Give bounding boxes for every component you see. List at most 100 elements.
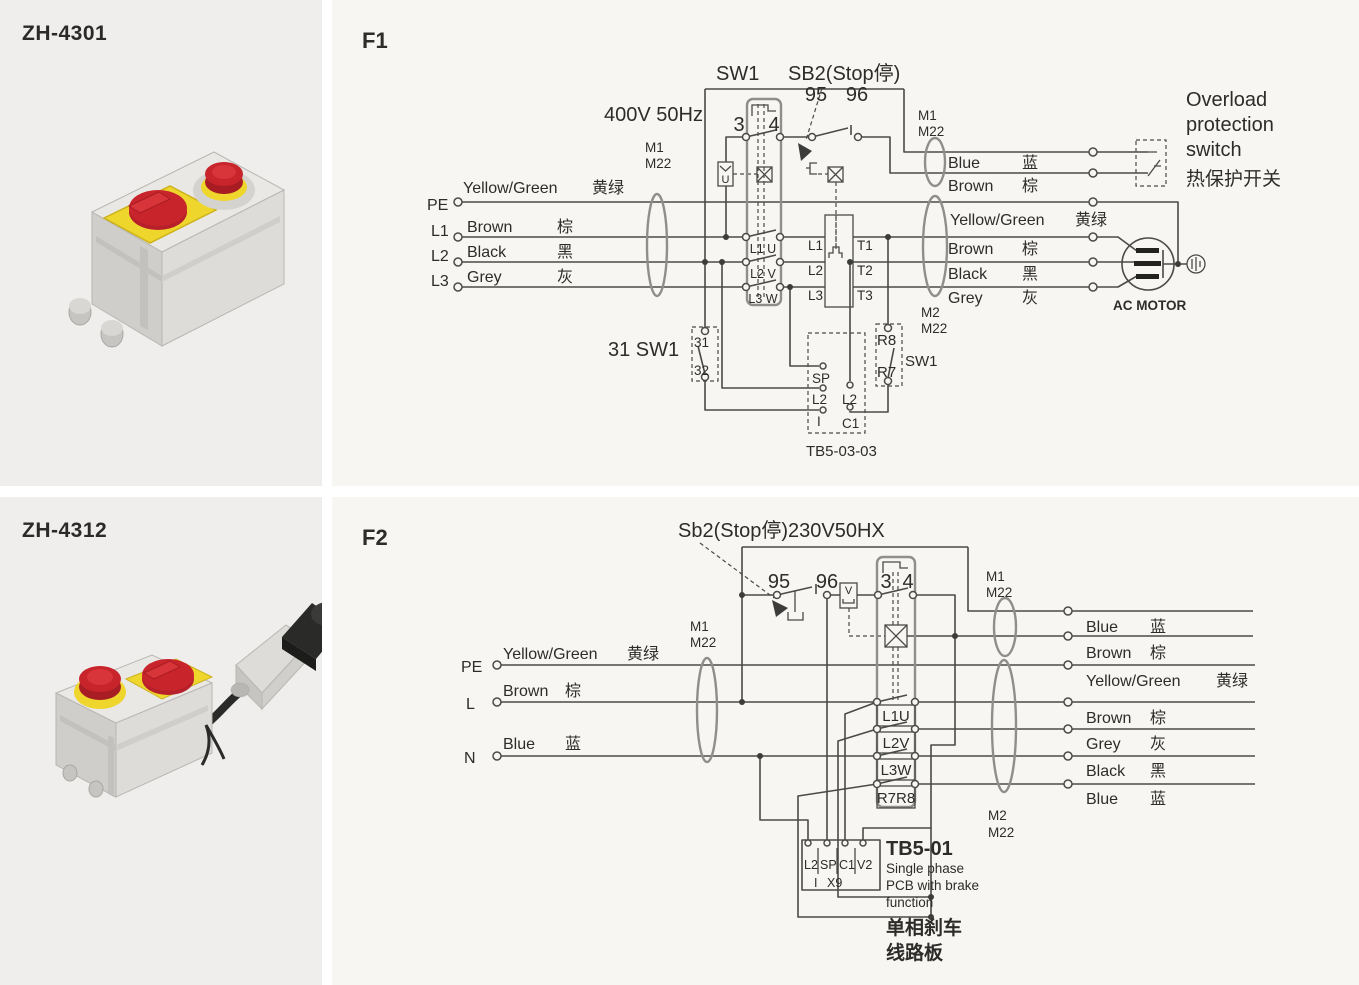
- f2-pcb-desc-3: function: [886, 895, 933, 910]
- product1-model-title: ZH-4301: [22, 22, 108, 45]
- diagram-f1: U: [362, 28, 1281, 460]
- f2-voltage-label: 230V50HX: [788, 520, 885, 542]
- f2-input-n-en: Blue: [503, 736, 535, 753]
- f1-input-pe-en: Yellow/Green: [463, 180, 558, 197]
- f1-terminals: [453, 132, 1098, 414]
- product1-illustration: [68, 151, 286, 348]
- f2-gland-rt-m1: M1: [986, 569, 1005, 584]
- f2-pole-3: L3W: [881, 762, 913, 779]
- f2-terminals: [492, 590, 1073, 847]
- product2-model-title: ZH-4312: [22, 519, 108, 542]
- f2-contact-4: 4: [902, 571, 913, 593]
- f2-out-6-en: Black: [1086, 763, 1126, 780]
- panel-diagram-f2: V: [332, 497, 1359, 985]
- f2-pcb-term-v2: V2: [857, 858, 872, 872]
- f2-gland-left-m1: M1: [690, 619, 709, 634]
- product-image-zh4312: [54, 602, 322, 798]
- f1-aux-32: 32: [694, 363, 709, 378]
- f2-pcb-box: [801, 839, 881, 891]
- f1-motor-label: AC MOTOR: [1113, 298, 1186, 313]
- f1-out-brown-en: Brown: [948, 178, 993, 195]
- f1-input-id-pe: PE: [427, 197, 448, 214]
- f2-out-2-zh: 棕: [1150, 644, 1166, 662]
- f1-overload-line1: Overload: [1186, 89, 1267, 111]
- f1-motor-brown-zh: 棕: [1022, 240, 1038, 258]
- f2-title: F2: [362, 525, 388, 550]
- f1-relay-l1: L1: [808, 238, 823, 253]
- diagram-f2: V: [362, 519, 1255, 964]
- f1-sw1-switch-symbol: [745, 97, 783, 307]
- f1-overload-line3: switch: [1186, 139, 1242, 161]
- f1-aux-contact-r8-r7: [875, 323, 903, 387]
- f2-cable-glands: [695, 596, 1018, 794]
- f2-input-pe-en: Yellow/Green: [503, 646, 598, 663]
- f1-gland-rt-m22: M22: [918, 124, 944, 139]
- f1-motor-grey-zh: 灰: [1022, 289, 1038, 307]
- f1-input-id-l1: L1: [431, 223, 449, 240]
- f1-aux-label: 31 SW1: [608, 339, 679, 361]
- f1-title: F1: [362, 28, 388, 53]
- f1-input-l1-zh: 棕: [557, 218, 573, 236]
- f1-input-l3-zh: 灰: [557, 268, 573, 286]
- f1-undervoltage-release-symbol: U: [717, 161, 734, 187]
- f2-pcb-term-x9: X9: [827, 876, 842, 890]
- f1-sb2-label: SB2(Stop停): [788, 62, 900, 85]
- f2-undervoltage-release-symbol: V: [839, 582, 858, 609]
- product2-illustration: [54, 602, 322, 798]
- f2-pole-1: L1U: [882, 708, 910, 725]
- f2-pole-2: L2V: [883, 735, 910, 752]
- panel-diagram-f1: U: [332, 0, 1359, 486]
- f1-input-l2-en: Black: [467, 244, 507, 261]
- f1-voltage-label: 400V 50Hz: [604, 104, 703, 126]
- f1-sw1-label: SW1: [716, 63, 759, 85]
- f2-out-5-en: Grey: [1086, 736, 1121, 753]
- f2-dashed-links: [699, 542, 899, 700]
- f1-motor-black-en: Black: [948, 266, 988, 283]
- f1-pole-1: L1 U: [750, 242, 776, 256]
- f1-input-l1-en: Brown: [467, 219, 512, 236]
- f1-out-blue-zh: 蓝: [1022, 154, 1038, 172]
- f1-contact-4: 4: [768, 114, 779, 136]
- f1-r7-label: R7: [877, 364, 896, 381]
- f2-input-pe-zh: 黄绿: [627, 645, 659, 663]
- f1-input-id-l2: L2: [431, 248, 449, 265]
- f2-pcb-desc-zh-1: 单相刹车: [886, 916, 962, 939]
- f2-pcb-name: TB5-01: [886, 838, 953, 860]
- f1-pole-2: L2 V: [750, 267, 776, 281]
- f1-relay-t1: T1: [857, 238, 873, 253]
- f2-v-symbol-label: V: [845, 585, 853, 597]
- f1-gland-rt-m1: M1: [918, 108, 937, 123]
- f2-wires: [497, 546, 1255, 918]
- f2-pcb-term-c1: C1: [839, 858, 855, 872]
- f1-motor-yg-zh: 黄绿: [1075, 211, 1107, 229]
- f1-overload-relay-symbol: [824, 214, 854, 308]
- f2-out-3-zh: 黄绿: [1216, 672, 1248, 690]
- f2-out-4-en: Brown: [1086, 710, 1131, 727]
- f2-contact-96: 96: [816, 571, 838, 593]
- f1-cable-glands: [645, 136, 949, 298]
- f1-out-blue-en: Blue: [948, 155, 980, 172]
- f2-out-7-zh: 蓝: [1150, 790, 1166, 808]
- f1-input-id-l3: L3: [431, 273, 449, 290]
- f2-out-6-zh: 黑: [1150, 763, 1166, 780]
- f2-out-5-zh: 灰: [1150, 735, 1166, 753]
- f1-ac-motor-symbol: [1121, 237, 1175, 291]
- f1-gland-left-m1: M1: [645, 140, 664, 155]
- f2-rotary-switch-symbol: [875, 555, 917, 809]
- f2-pole-4: R7R8: [877, 790, 915, 807]
- f1-brake-board-box: [807, 332, 866, 434]
- f2-coil-symbol: [884, 624, 908, 648]
- f1-overload-protection-switch-symbol: [1135, 139, 1167, 187]
- f2-out-1-zh: 蓝: [1150, 618, 1166, 636]
- f1-junction-dots: [702, 234, 1181, 290]
- f2-input-id-n: N: [464, 750, 476, 767]
- f1-input-pe-zh: 黄绿: [592, 179, 624, 197]
- f1-relay-l2: L2: [808, 263, 823, 278]
- f1-gland-rb-m2: M2: [921, 305, 940, 320]
- f1-out-brown-zh: 棕: [1022, 177, 1038, 195]
- panel-product-zh4301: ZH-4301: [0, 0, 322, 486]
- f2-pcb-desc-2: PCB with brake: [886, 878, 979, 893]
- f1-gland-rb-m22: M22: [921, 321, 947, 336]
- f2-gland-rb-m2: M2: [988, 808, 1007, 823]
- f2-stop-button-symbol: [772, 584, 817, 621]
